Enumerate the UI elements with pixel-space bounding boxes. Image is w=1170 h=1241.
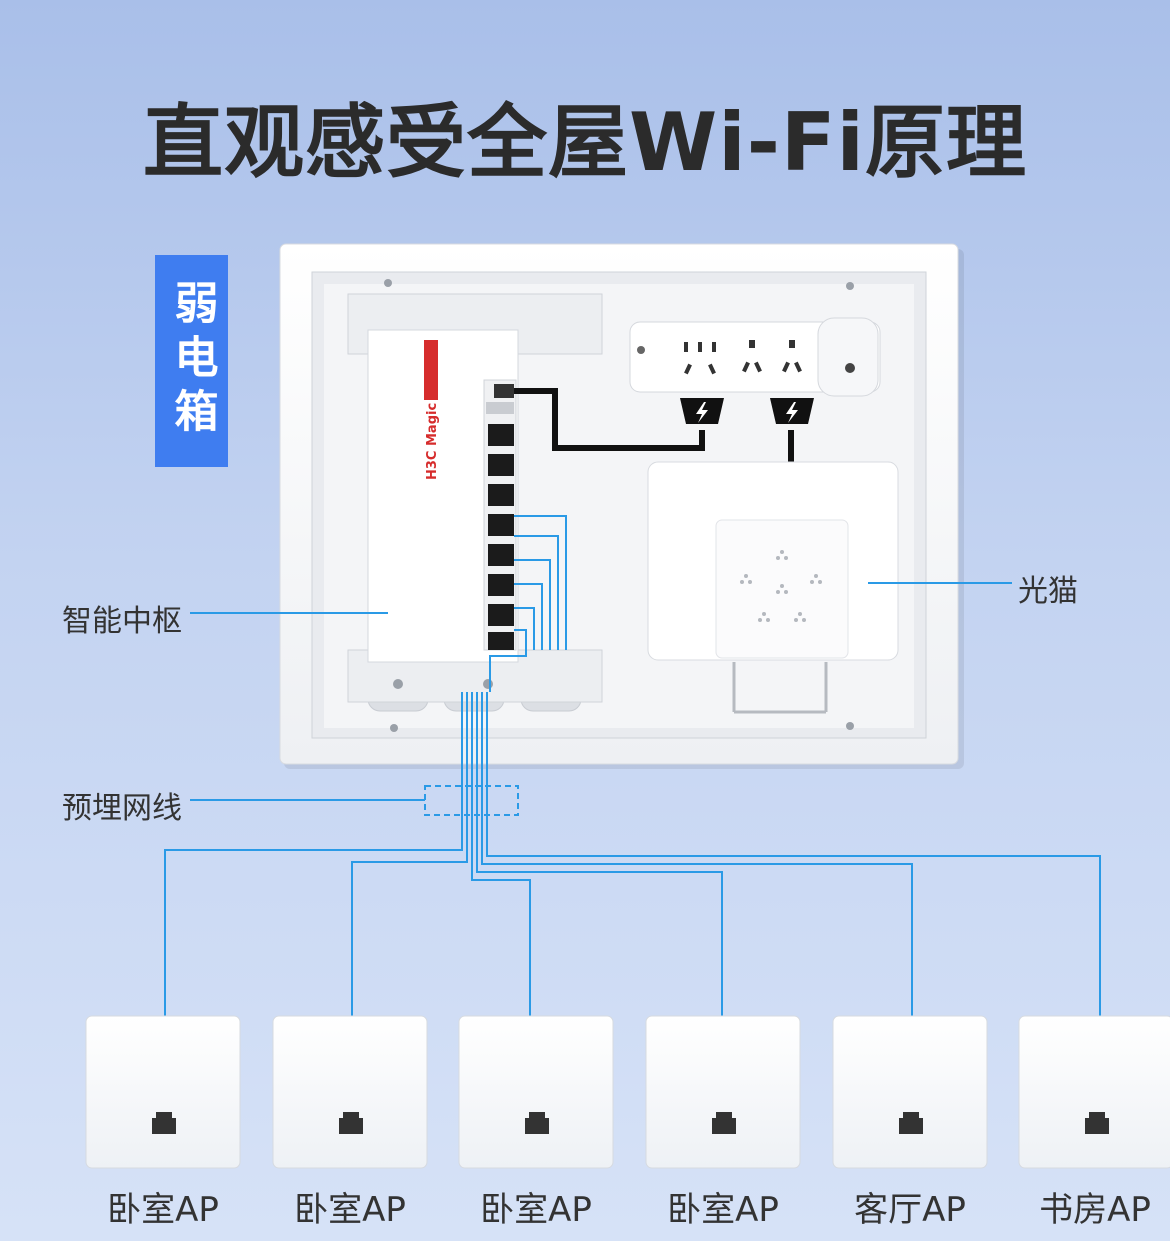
page-title: 直观感受全屋Wi-Fi原理	[143, 96, 1027, 189]
weak-current-box-tag: 弱电箱	[155, 255, 228, 467]
access-points	[85, 1015, 1170, 1169]
hub-brand-text: H3C Magic	[425, 403, 440, 480]
ethernet-cables-internal	[489, 515, 567, 692]
cables-label: 预埋网线	[62, 791, 182, 826]
smart-hub: H3C Magic	[367, 329, 519, 663]
brand-stripe	[424, 340, 438, 400]
ap-label: 卧室AP	[667, 1190, 779, 1230]
ap-device-1	[85, 1015, 241, 1169]
ap-device-3	[458, 1015, 614, 1169]
ap-label: 书房AP	[1039, 1190, 1151, 1230]
ap-device-2	[272, 1015, 428, 1169]
callout-lines	[190, 582, 1012, 801]
power-strip	[629, 317, 881, 424]
cable-bundle	[164, 692, 1101, 1018]
ap-device-6	[1018, 1015, 1170, 1169]
ap-label: 卧室AP	[480, 1190, 592, 1230]
power-cable	[514, 388, 794, 462]
ap-label: 客厅AP	[854, 1190, 966, 1230]
ap-label: 卧室AP	[294, 1190, 406, 1230]
ap-device-4	[645, 1015, 801, 1169]
modem-label: 光猫	[1018, 574, 1078, 609]
ap-label: 卧室AP	[107, 1190, 219, 1230]
hub-label: 智能中枢	[62, 604, 182, 639]
optical-modem	[647, 461, 899, 714]
ap-device-5	[832, 1015, 988, 1169]
